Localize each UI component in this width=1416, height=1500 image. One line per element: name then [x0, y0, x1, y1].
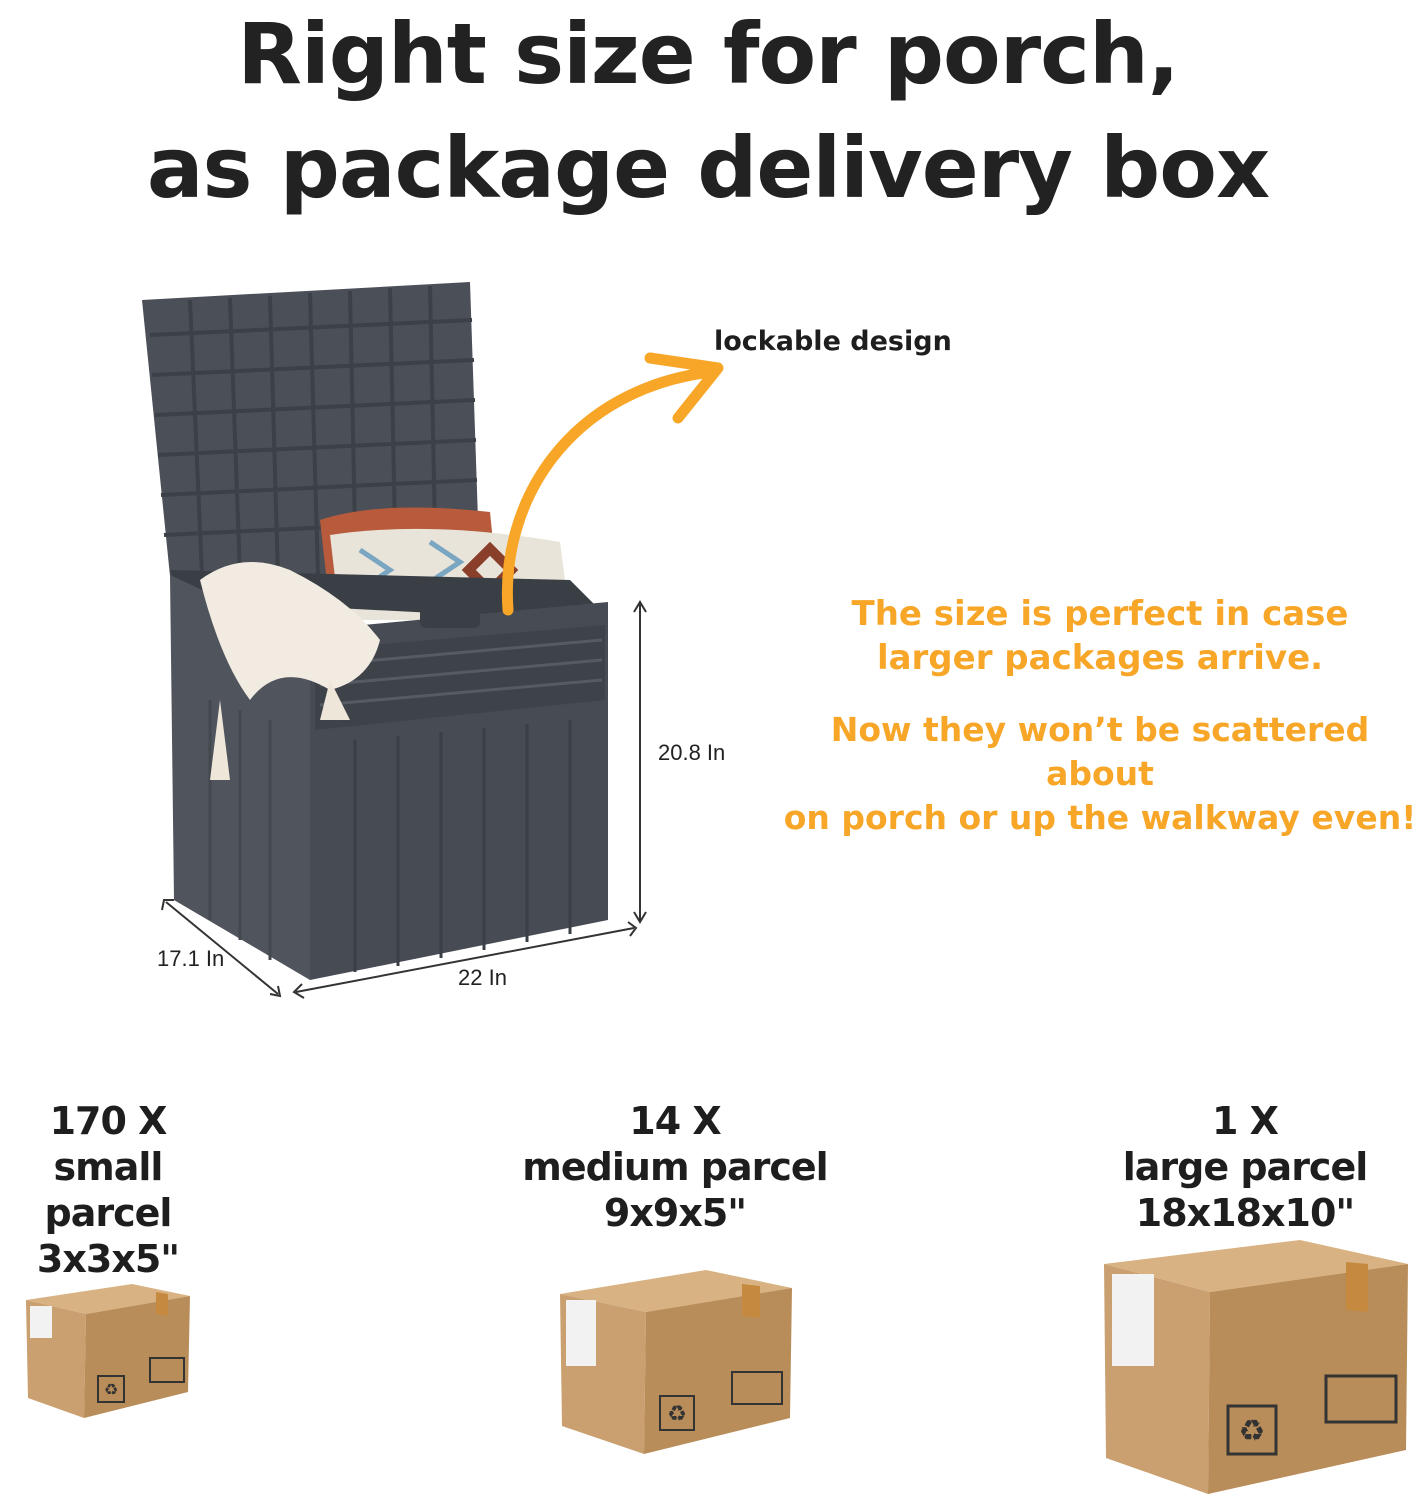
parcel-medium-count: 14 X: [629, 1099, 721, 1143]
parcel-small-name: small parcel: [44, 1145, 173, 1235]
parcel-large-name: large parcel: [1122, 1145, 1369, 1189]
cardboard-box-icon: ♻: [26, 1284, 190, 1418]
svg-text:♻: ♻: [667, 1402, 687, 1427]
lockable-design-callout: lockable design: [714, 326, 952, 357]
svg-text:♻: ♻: [104, 1380, 118, 1399]
parcel-medium-name: medium parcel: [522, 1145, 828, 1189]
fragile-icon: [149, 1357, 185, 1383]
fragile-icon: [731, 1371, 783, 1405]
info-text-1a: The size is perfect in case: [851, 594, 1349, 634]
info-text-2b: on porch or up the walkway even!: [783, 798, 1416, 837]
parcel-large-label: 1 X large parcel 18x18x10": [1100, 1098, 1390, 1236]
info-text-1: The size is perfect in case larger packa…: [780, 592, 1416, 680]
info-text-2: Now they won’t be scattered about on por…: [780, 708, 1416, 840]
parcel-small-size: 3x3x5": [36, 1237, 180, 1281]
depth-dimension-label: 17.1 In: [157, 946, 225, 971]
shipping-label-icon: [566, 1300, 596, 1366]
parcel-small-count: 170 X: [49, 1099, 168, 1143]
headline-line-2: as package delivery box: [146, 119, 1270, 217]
width-dimension-arrow: [292, 921, 638, 999]
parcel-medium-label: 14 X medium parcel 9x9x5": [520, 1098, 830, 1236]
depth-dimension-arrow: [161, 899, 282, 998]
headline-line-1: Right size for porch,: [237, 5, 1179, 103]
cardboard-box-icon: ♻: [1104, 1240, 1408, 1494]
parcel-small-label: 170 X small parcel 3x3x5": [0, 1098, 216, 1282]
this-side-up-icon: [1324, 1374, 1398, 1424]
recycle-icon: ♻: [659, 1395, 695, 1431]
parcel-medium-size: 9x9x5": [603, 1191, 747, 1235]
height-dimension-arrow: [633, 600, 647, 924]
info-text-1b: larger packages arrive.: [876, 638, 1324, 678]
shipping-label-icon: [30, 1306, 52, 1338]
width-dimension-label: 22 In: [458, 965, 507, 990]
height-dimension-label: 20.8 In: [658, 740, 726, 765]
svg-text:♻: ♻: [1239, 1414, 1266, 1449]
recycle-icon: ♻: [1226, 1404, 1278, 1456]
parcel-large-size: 18x18x10": [1135, 1191, 1355, 1235]
info-text-2a: Now they won’t be scattered about: [830, 710, 1370, 793]
deck-box-image: [142, 282, 608, 980]
parcel-large-count: 1 X: [1212, 1099, 1279, 1143]
recycle-icon: ♻: [97, 1375, 125, 1403]
shipping-label-icon: [1112, 1274, 1154, 1366]
curved-arrow-icon: [501, 352, 724, 616]
cardboard-box-icon: ♻: [560, 1270, 792, 1454]
